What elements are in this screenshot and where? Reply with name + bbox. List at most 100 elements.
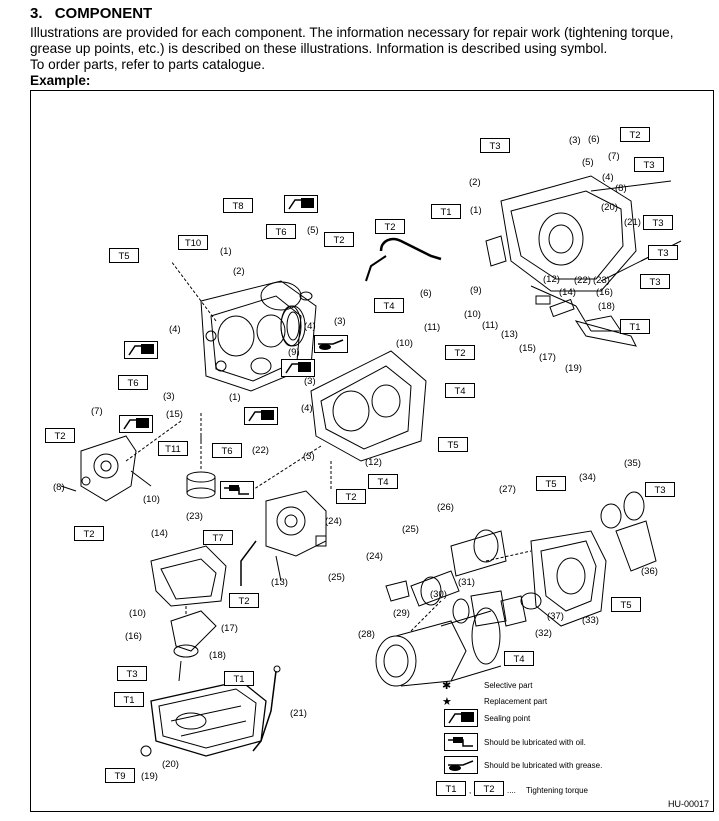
torque-label: T4 [504, 651, 534, 666]
part-callout: (4) [304, 321, 316, 332]
part-callout: (10) [129, 608, 146, 619]
torque-label: T7 [203, 530, 233, 545]
sealing-point-symbol [124, 341, 158, 359]
torque-label: T3 [648, 245, 678, 260]
legend-torque-text: Tightening torque [526, 786, 588, 795]
part-callout: (7) [91, 406, 103, 417]
part-callout: (24) [325, 516, 342, 527]
part-callout: (29) [393, 608, 410, 619]
part-callout: (2) [233, 266, 245, 277]
transmission-drawing [375, 491, 657, 687]
part-callout: (11) [482, 320, 499, 331]
part-callout: (3) [334, 316, 346, 327]
torque-label: T5 [438, 437, 468, 452]
part-callout: (7) [608, 151, 620, 162]
torque-label: T3 [645, 482, 675, 497]
legend-oil-text: Should be lubricated with oil. [484, 738, 586, 747]
part-callout: (23) [186, 511, 203, 522]
part-callout: (17) [221, 623, 238, 634]
part-callout: (32) [535, 628, 552, 639]
part-callout: (10) [143, 494, 160, 505]
oil-pump-drawing [60, 435, 152, 502]
part-callout: (8) [615, 183, 627, 194]
torque-label: T6 [212, 443, 242, 458]
part-callout: (19) [141, 771, 158, 782]
part-callout: (5) [582, 157, 594, 168]
water-pump-drawing [240, 490, 327, 586]
torque-label: T10 [178, 235, 208, 250]
torque-label: T6 [118, 375, 148, 390]
part-callout: (37) [547, 611, 564, 622]
oil-strainer-drawing [170, 610, 217, 682]
part-callout: (1) [220, 246, 232, 257]
part-callout: (6) [588, 134, 600, 145]
baffle-plate-drawing [150, 545, 227, 607]
part-callout: (11) [424, 322, 441, 333]
part-callout: (14) [151, 528, 168, 539]
torque-label: T5 [536, 476, 566, 491]
legend-grease-text: Should be lubricated with grease. [484, 761, 603, 770]
part-callout: (6) [420, 288, 432, 299]
torque-label: T5 [109, 248, 139, 263]
part-callout: (1) [470, 205, 482, 216]
part-callout: (3) [303, 451, 315, 462]
part-callout: (9) [470, 285, 482, 296]
part-callout: (23) [593, 275, 610, 286]
part-callout: (2) [469, 177, 481, 188]
torque-label: T5 [611, 597, 641, 612]
section-title: COMPONENT [54, 5, 153, 22]
part-callout: (36) [641, 566, 658, 577]
part-callout: (22) [574, 275, 591, 286]
torque-label: T2 [375, 219, 405, 234]
part-callout: (30) [430, 589, 447, 600]
torque-label: T3 [634, 157, 664, 172]
torque-label: T1 [620, 319, 650, 334]
figure-code: HU-00017 [667, 799, 709, 809]
part-callout: (25) [328, 572, 345, 583]
sealing-point-symbol [244, 407, 278, 425]
torque-label: T4 [374, 298, 404, 313]
sealing-point-symbol [281, 359, 315, 377]
part-callout: (12) [543, 274, 560, 285]
torque-label: T4 [368, 474, 398, 489]
part-callout: (3) [163, 391, 175, 402]
torque-label: T1 [114, 692, 144, 707]
torque-label: T2 [74, 526, 104, 541]
torque-label: T3 [117, 666, 147, 681]
torque-label: T4 [445, 383, 475, 398]
part-callout: (5) [307, 225, 319, 236]
sealing-point-symbol [284, 195, 318, 213]
part-callout: (10) [396, 338, 413, 349]
legend-oil-icon [444, 733, 478, 751]
legend-separator: , [469, 786, 472, 795]
component-illustration: T3 T2 T3 T1 T3 T3 T3 T1 T8 T10 T6 T2 T5 … [30, 90, 714, 812]
legend-sealing-icon [444, 709, 478, 727]
leader-lines [125, 260, 532, 632]
part-callout: (13) [271, 577, 288, 588]
torque-label: T2 [336, 489, 366, 504]
part-callout: (24) [366, 551, 383, 562]
example-label: Example: [30, 73, 91, 88]
torque-label: T3 [480, 138, 510, 153]
torque-label: T3 [640, 274, 670, 289]
part-callout: (17) [539, 352, 556, 363]
part-callout: (8) [53, 482, 65, 493]
exploded-view-drawing [60, 175, 682, 757]
replacement-part-star-icon: ★ [442, 696, 452, 708]
part-callout: (26) [437, 502, 454, 513]
part-callout: (18) [598, 301, 615, 312]
oil-seal-drawing [280, 291, 313, 347]
torque-label: T6 [266, 224, 296, 239]
legend-selective-text: Selective part [484, 681, 533, 690]
torque-label: T2 [45, 428, 75, 443]
torque-label: T8 [223, 198, 253, 213]
legend-replacement-text: Replacement part [484, 697, 548, 706]
selective-part-asterisk-icon: ✱ [442, 680, 452, 692]
oil-symbol [220, 481, 254, 499]
part-callout: (4) [602, 172, 614, 183]
legend-t1-box: T1 [436, 781, 466, 796]
oil-pan-drawing [140, 680, 267, 757]
part-callout: (20) [601, 202, 618, 213]
intro-line: grease up points, etc.) is described on … [30, 41, 608, 56]
part-callout: (9) [288, 347, 300, 358]
